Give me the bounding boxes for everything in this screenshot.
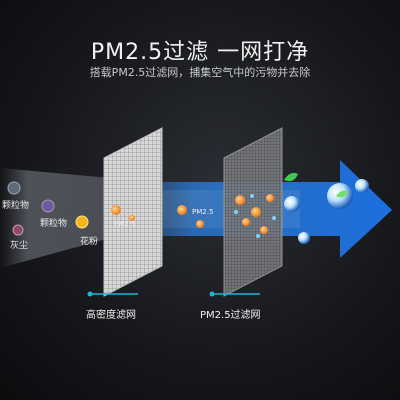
hepa-filter-label: 高密度滤网 <box>86 310 136 321</box>
leaf-icons <box>284 172 348 198</box>
particle-label-1: 颗粒物 <box>2 201 30 211</box>
page-subtitle: 搭载PM2.5过滤网，捕集空气中的污物并去除 <box>89 66 311 79</box>
dirty-air-beam <box>0 168 110 268</box>
page-title: PM2.5过滤 一网打净 <box>90 40 310 65</box>
pollen-label: 花粉 <box>80 237 99 247</box>
pm25-label-small: PM2.5 <box>114 220 136 228</box>
particle-icons <box>7 181 204 236</box>
label-baselines <box>87 291 260 297</box>
pm25-filter-label: PM2.5过滤网 <box>200 310 261 321</box>
hepa-filter <box>103 127 163 297</box>
dust-label: 灰尘 <box>10 241 29 251</box>
particle-label-2: 颗粒物 <box>40 219 68 229</box>
trapped-particles <box>234 194 276 238</box>
pm25-label-mid: PM2.5 <box>192 208 214 216</box>
